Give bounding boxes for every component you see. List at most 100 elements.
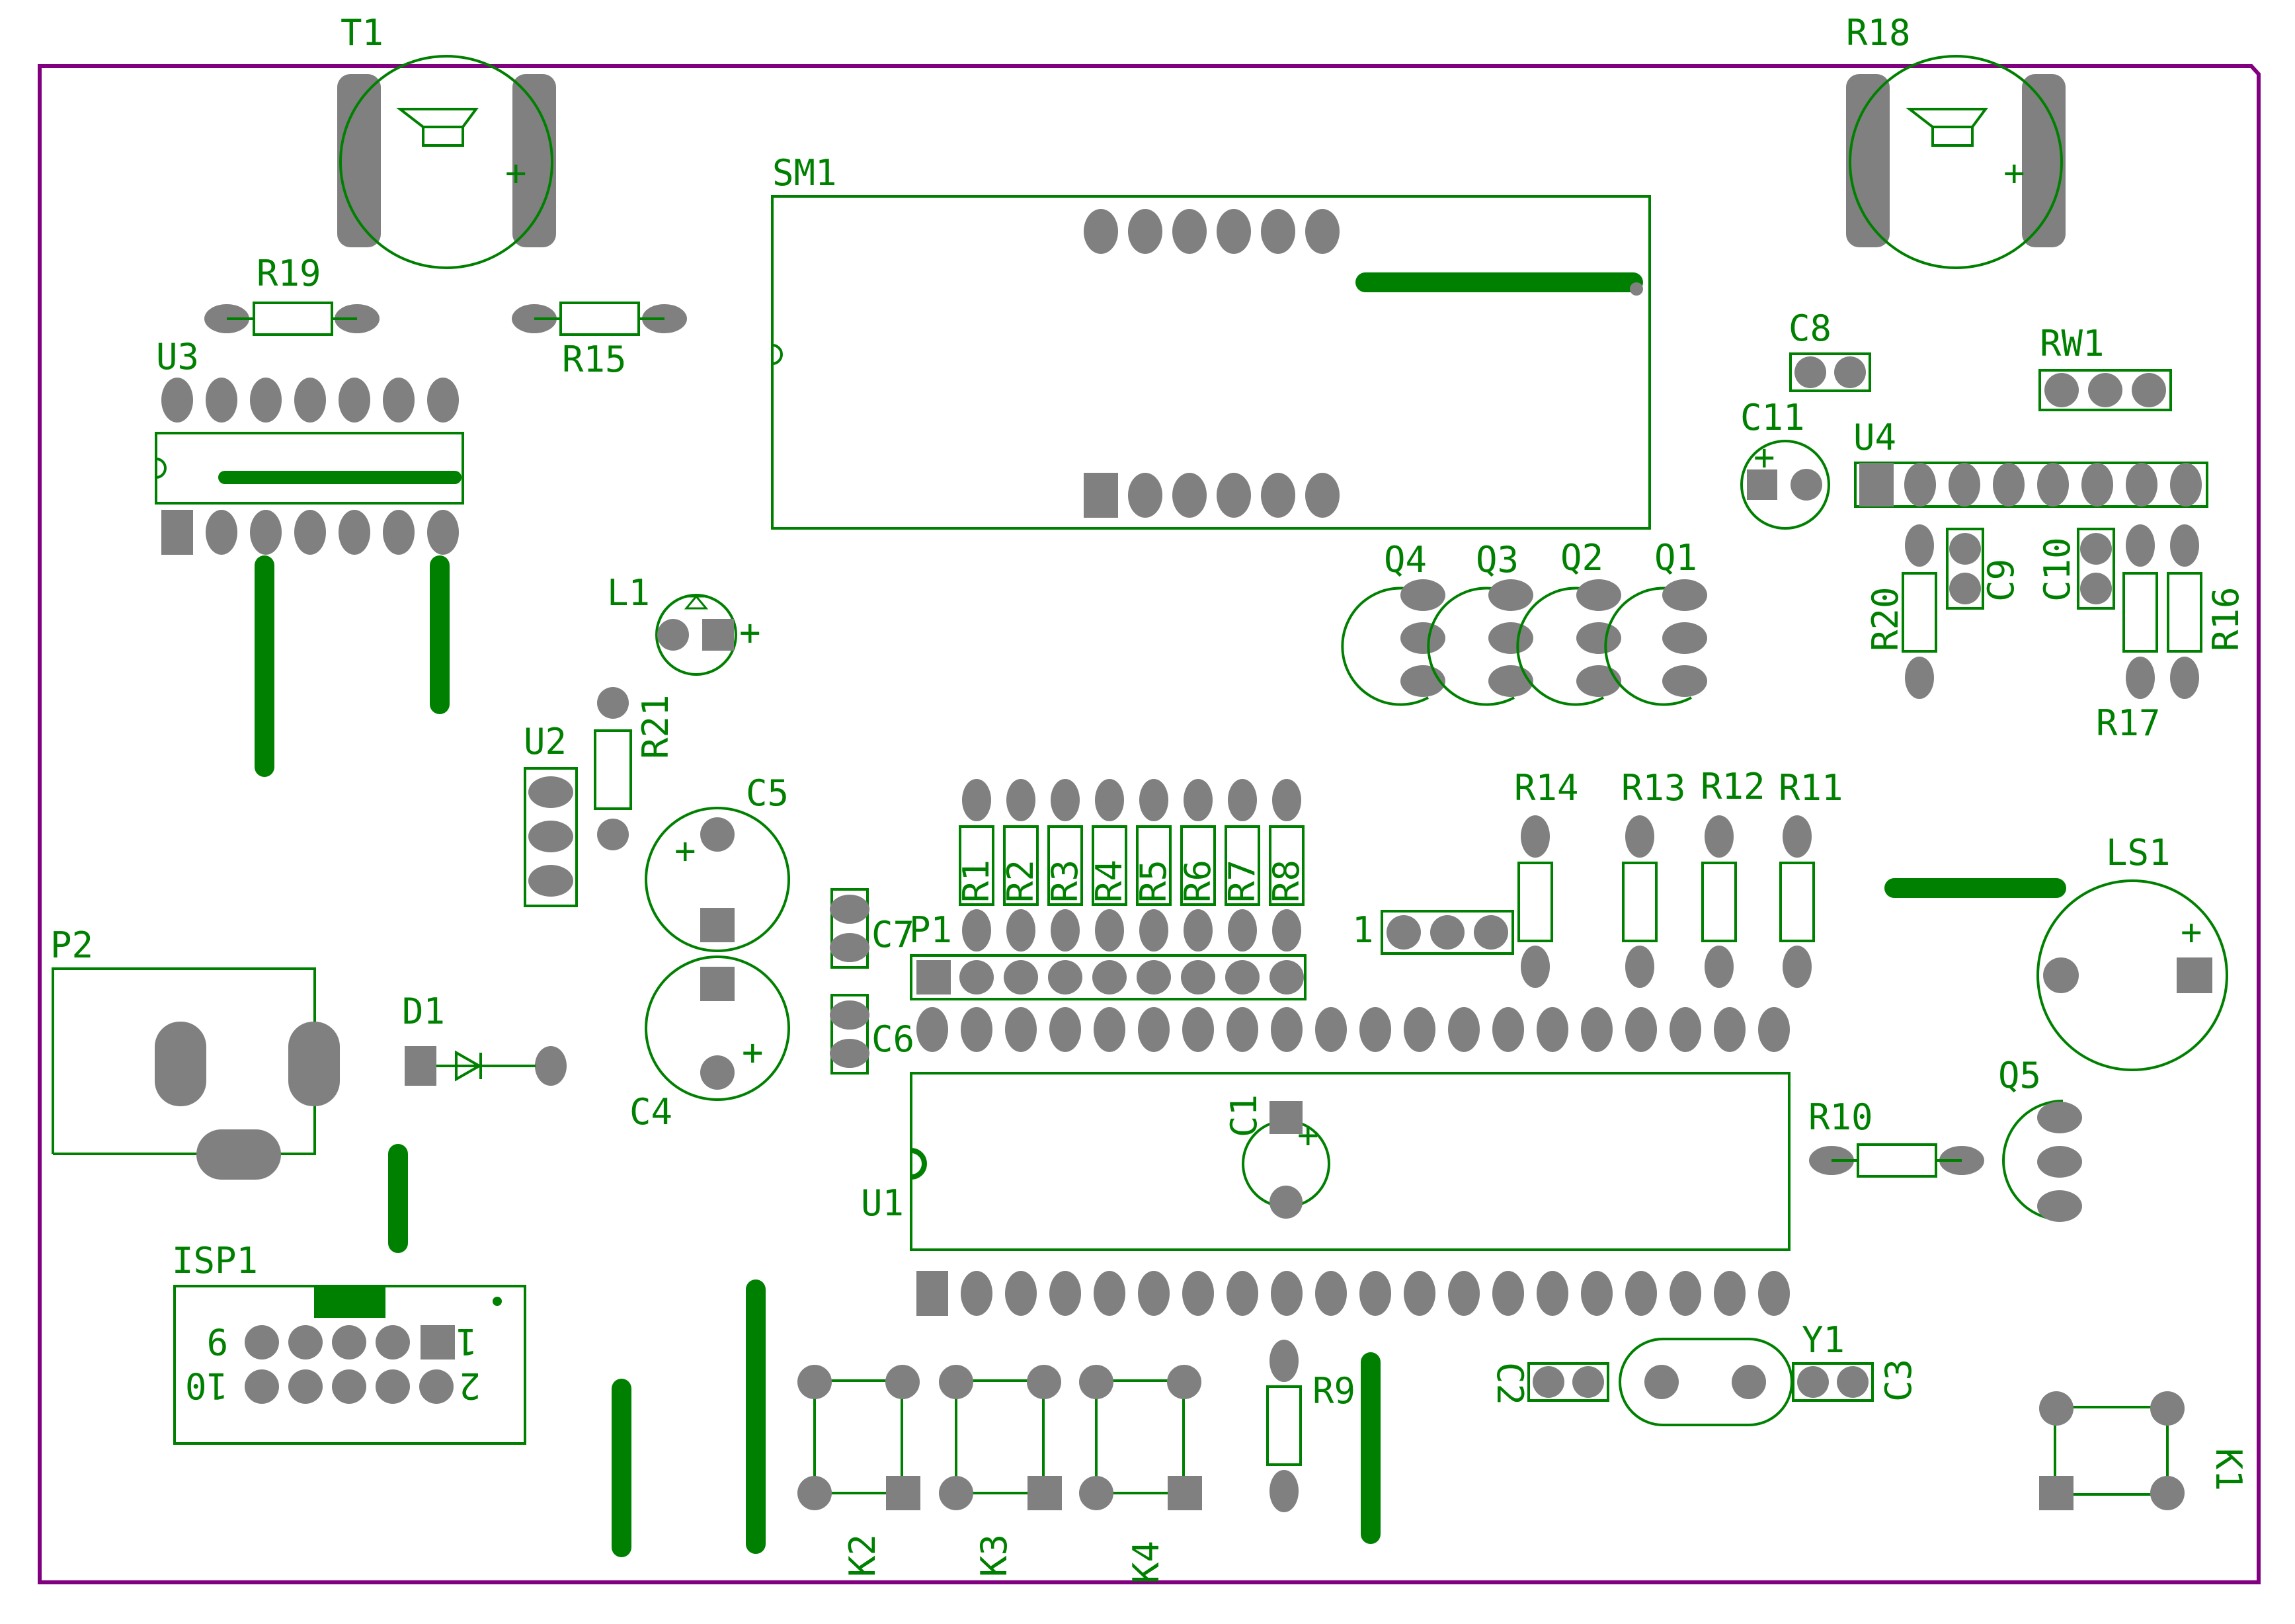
component-r6: R6 — [1177, 779, 1219, 952]
component-sm1: SM1 — [771, 152, 1651, 530]
component-ls1: LS1 + — [2036, 832, 2228, 1071]
label-k3: K3 — [973, 1534, 1015, 1577]
component-r21: R21 — [594, 687, 676, 850]
component-u4: U4 — [1853, 417, 2208, 508]
label-sm1: SM1 — [772, 152, 837, 194]
component-u1: U1 — [861, 1007, 1791, 1316]
label-r1: R1 — [955, 860, 997, 903]
label-t1: T1 — [341, 12, 383, 54]
label-pin1: 1 — [1352, 909, 1374, 951]
u1-bottom-pads — [916, 1271, 1790, 1316]
component-r20: R20 — [1865, 524, 1937, 699]
label-r3: R3 — [1044, 860, 1086, 903]
component-c9: C9 — [1946, 528, 2022, 610]
label-r2: R2 — [1000, 860, 1041, 903]
label-r15: R15 — [562, 339, 627, 380]
label-isp-1: 1 — [456, 1320, 477, 1362]
label-c5: C5 — [746, 772, 789, 814]
component-c11: C11 + — [1740, 397, 1830, 530]
component-p2: P2 — [50, 924, 340, 1180]
component-r8: R8 — [1266, 779, 1307, 952]
label-r12: R12 — [1701, 766, 1765, 807]
component-d1: D1 — [402, 991, 567, 1086]
label-d1: D1 — [402, 991, 445, 1032]
svg-text:+: + — [2181, 911, 2202, 953]
label-r11: R11 — [1779, 767, 1843, 809]
label-q5: Q5 — [1998, 1055, 2041, 1096]
label-r18: R18 — [1846, 12, 1911, 54]
label-p2: P2 — [50, 924, 93, 966]
label-r7: R7 — [1221, 860, 1263, 903]
label-u2: U2 — [524, 721, 567, 762]
component-k4: K4 — [1079, 1365, 1202, 1584]
component-c1: + C1 — [1223, 1094, 1330, 1219]
component-t1: + T1 — [337, 12, 556, 269]
svg-text:+: + — [674, 830, 696, 872]
component-r3: R3 — [1044, 779, 1086, 952]
component-r14: R14 — [1514, 767, 1579, 988]
component-r15: R15 — [512, 302, 687, 380]
component-r12: R12 — [1701, 766, 1765, 988]
component-k3: K3 — [939, 1365, 1062, 1577]
component-header-3pin: 1 — [1352, 909, 1514, 955]
label-isp-10: 10 — [185, 1365, 228, 1406]
label-r16: R16 — [2205, 587, 2247, 651]
component-k1: K1 — [2039, 1391, 2249, 1510]
component-u2: U2 — [524, 721, 578, 907]
u1-top-pads — [916, 1007, 1790, 1052]
label-r6: R6 — [1177, 860, 1219, 903]
component-p1: P1 — [909, 909, 1307, 1000]
component-r11: R11 — [1779, 767, 1843, 988]
component-r5: R5 — [1133, 779, 1174, 952]
label-r8: R8 — [1266, 860, 1307, 903]
svg-text:+: + — [739, 612, 761, 653]
label-k4: K4 — [1125, 1541, 1167, 1584]
label-u3: U3 — [156, 336, 199, 378]
svg-text:+: + — [1753, 436, 1775, 478]
label-ls1: LS1 — [2106, 832, 2171, 873]
component-q3: Q3 — [1427, 539, 1533, 706]
component-r13: R13 — [1621, 767, 1686, 988]
component-r19: R19 — [204, 253, 380, 336]
component-c8: C8 — [1789, 307, 1871, 392]
label-r14: R14 — [1514, 767, 1579, 809]
component-c7: C7 — [830, 888, 914, 969]
label-c6: C6 — [871, 1018, 914, 1060]
label-c10: C10 — [2036, 537, 2078, 602]
label-p1: P1 — [909, 909, 952, 951]
component-u3: U3 — [155, 336, 464, 555]
label-isp-2: 2 — [459, 1365, 481, 1406]
label-c2: C2 — [1489, 1362, 1531, 1405]
component-c4: + C4 — [629, 955, 790, 1133]
label-r13: R13 — [1621, 767, 1686, 809]
label-y1: Y1 — [1802, 1319, 1845, 1361]
label-l1: L1 — [607, 572, 650, 614]
label-c3: C3 — [1878, 1359, 1919, 1402]
component-r18: + R18 — [1846, 12, 2066, 269]
component-rw1: RW1 — [2038, 323, 2172, 411]
component-r10: R10 — [1808, 1096, 1984, 1178]
component-q2: Q2 — [1516, 537, 1621, 706]
label-c7: C7 — [871, 914, 914, 955]
label-c1: C1 — [1223, 1094, 1265, 1137]
component-c5: C5 + — [645, 772, 790, 952]
label-c8: C8 — [1789, 307, 1832, 349]
label-q3: Q3 — [1476, 539, 1519, 581]
component-isp1: ISP1 9 10 1 2 — [172, 1240, 526, 1445]
label-r19: R19 — [257, 253, 321, 294]
label-u4: U4 — [1853, 417, 1896, 458]
label-isp-9: 9 — [206, 1320, 228, 1362]
component-c10: C10 — [2036, 528, 2115, 610]
label-r9: R9 — [1312, 1370, 1355, 1412]
label-q2: Q2 — [1560, 537, 1603, 579]
component-r9: R9 — [1266, 1340, 1355, 1512]
label-c11: C11 — [1740, 397, 1805, 438]
label-c4: C4 — [629, 1091, 672, 1133]
label-r20: R20 — [1865, 587, 1906, 651]
component-l1: L1 + — [607, 572, 761, 676]
label-isp1: ISP1 — [172, 1240, 258, 1281]
label-r5: R5 — [1133, 860, 1174, 903]
component-r16: R16 — [2167, 524, 2247, 699]
component-r7: R7 — [1221, 779, 1263, 952]
label-c9: C9 — [1980, 559, 2022, 602]
